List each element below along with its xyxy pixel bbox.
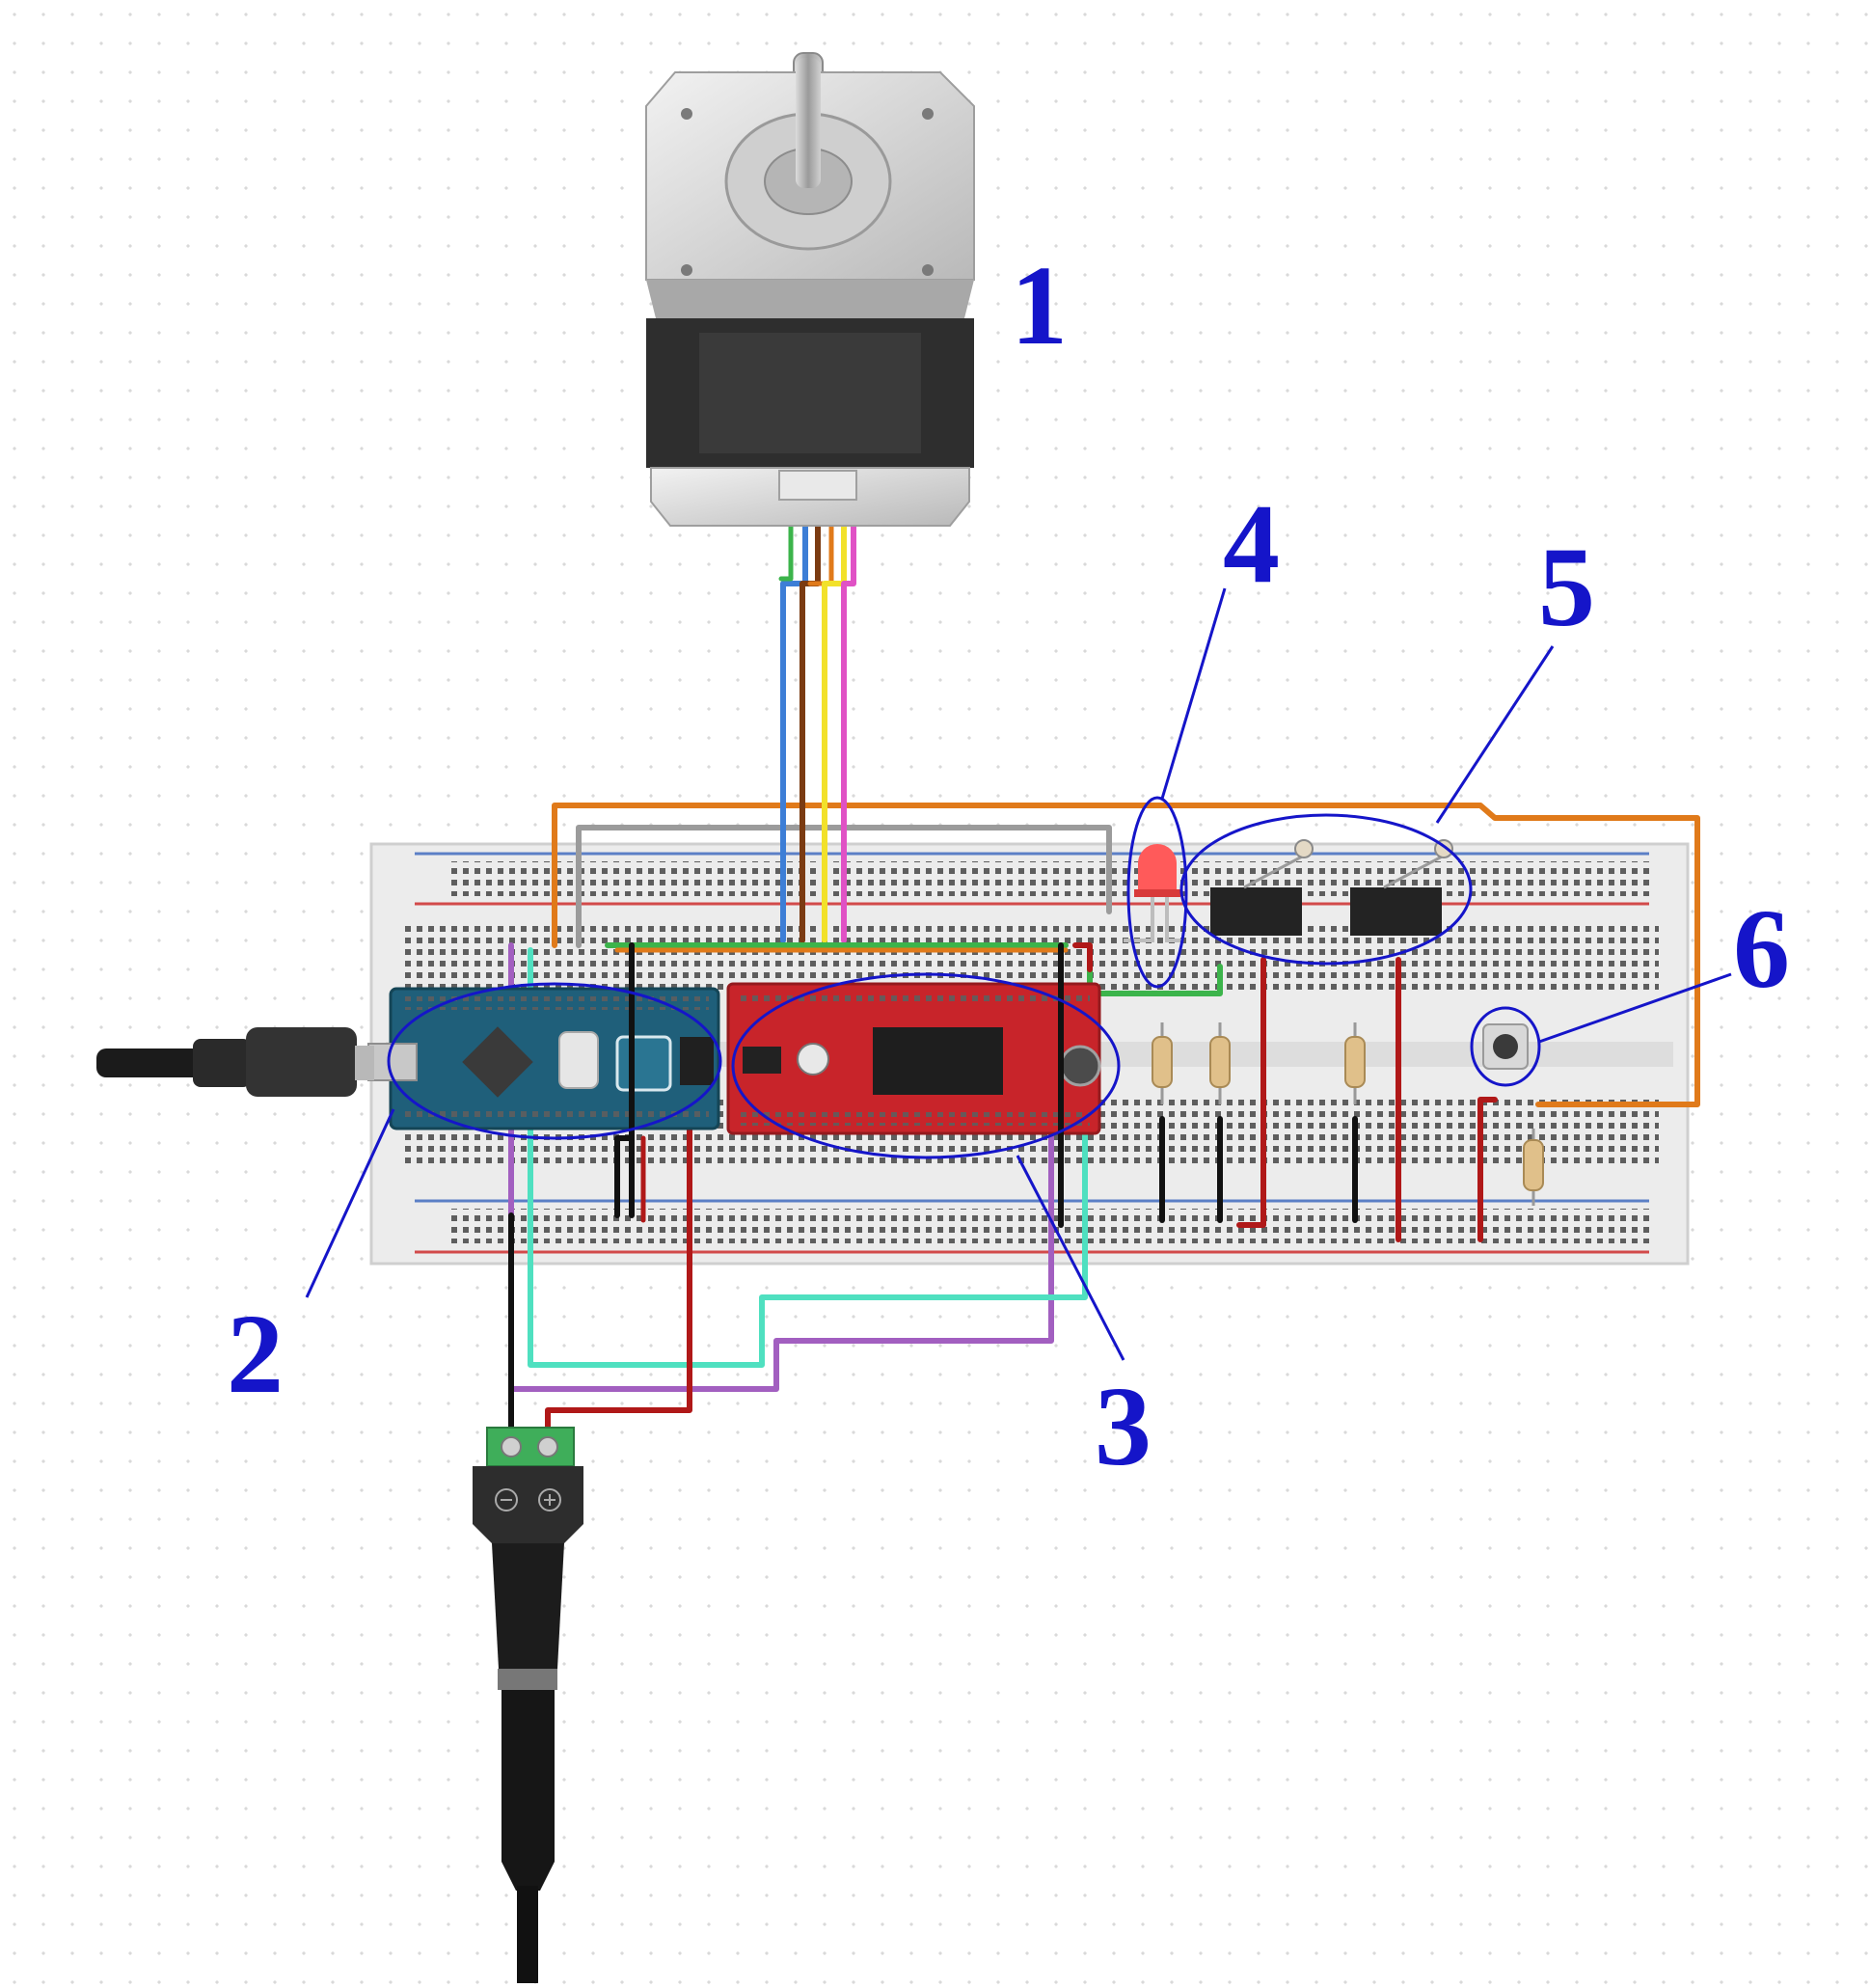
stepper-motor-icon bbox=[645, 52, 975, 527]
callout-label-4: 4 bbox=[1223, 480, 1280, 607]
wire-motor-yellow bbox=[822, 518, 847, 943]
callout-ellipse-3 bbox=[731, 972, 1121, 1159]
resistor-icon bbox=[1152, 1036, 1173, 1088]
jack-minus-symbol-icon bbox=[495, 1488, 518, 1511]
callout-leader-5 bbox=[1435, 645, 1555, 824]
callout-label-6: 6 bbox=[1733, 885, 1790, 1012]
limit-switch-right bbox=[1350, 887, 1442, 936]
callout-ellipse-6 bbox=[1470, 1006, 1541, 1087]
holes-rail-top bbox=[448, 861, 1654, 896]
easydriver-chip bbox=[873, 1027, 1003, 1095]
arduino-icsp-header bbox=[680, 1037, 714, 1085]
callout-leader-4 bbox=[1160, 587, 1227, 800]
wire-orange-top bbox=[552, 803, 1700, 1107]
limit-switch-left-lever bbox=[1243, 855, 1303, 889]
limit-switch-left bbox=[1210, 887, 1302, 936]
callout-leader-6 bbox=[1538, 972, 1732, 1044]
callout-ellipse-4 bbox=[1126, 796, 1188, 989]
jack-screw-plus bbox=[537, 1436, 558, 1457]
motor-body-face bbox=[699, 333, 921, 453]
limit-switch-right-lever bbox=[1383, 855, 1443, 889]
callout-leader-3 bbox=[1016, 1155, 1125, 1361]
usb-cable-icon bbox=[96, 1027, 374, 1097]
jack-terminal-block bbox=[486, 1427, 575, 1467]
jack-cable bbox=[517, 1886, 538, 1983]
usb-cable-plug bbox=[246, 1027, 357, 1097]
wire-cyan-long bbox=[528, 947, 1088, 1368]
easydriver-regulator bbox=[743, 1047, 781, 1074]
callout-markers bbox=[305, 587, 1732, 1361]
wires-back bbox=[508, 518, 1700, 1440]
usb-cable-strain-relief bbox=[193, 1039, 251, 1087]
arduino-crystal bbox=[558, 1031, 599, 1089]
motor-screw bbox=[922, 264, 934, 276]
push-button-icon bbox=[1482, 1023, 1529, 1070]
push-button-cap bbox=[1493, 1034, 1518, 1059]
wire-red-jack bbox=[545, 1126, 692, 1440]
motor-screw bbox=[681, 108, 692, 120]
led-rim bbox=[1134, 889, 1180, 897]
wires-front bbox=[614, 942, 1498, 1242]
jack-plug-body bbox=[501, 1690, 555, 1891]
motor-connector bbox=[778, 470, 857, 501]
callout-label-1: 1 bbox=[1011, 242, 1068, 368]
motor-screw bbox=[922, 108, 934, 120]
callout-label-3: 3 bbox=[1095, 1363, 1152, 1489]
arduino-chip bbox=[462, 1026, 533, 1098]
arduino-label-area bbox=[615, 1035, 672, 1092]
wire-motor-green bbox=[778, 518, 794, 582]
callout-ellipse-5 bbox=[1179, 813, 1473, 966]
jack-metal-ring bbox=[498, 1669, 557, 1690]
callout-leader-2 bbox=[305, 1108, 395, 1298]
resistors bbox=[1152, 1022, 1544, 1206]
motor-top-bevel bbox=[646, 280, 974, 318]
wire-motor-blue bbox=[780, 518, 808, 943]
easydriver-pin-row-top bbox=[738, 991, 1090, 1004]
motor-driver-board-icon bbox=[726, 982, 1101, 1135]
resistor-icon bbox=[1209, 1036, 1231, 1088]
callout-label-2: 2 bbox=[227, 1291, 284, 1417]
resistor-icon bbox=[1344, 1036, 1366, 1088]
easydriver-pin-row-bottom bbox=[738, 1112, 1090, 1126]
motor-shaft-front bbox=[796, 58, 821, 188]
led-lead-anode bbox=[1165, 897, 1181, 942]
callout-ellipse-2 bbox=[387, 982, 722, 1140]
usb-cable-tip bbox=[355, 1046, 374, 1080]
led-body bbox=[1138, 844, 1177, 892]
jack-housing bbox=[473, 1466, 583, 1543]
easydriver-capacitor bbox=[1059, 1045, 1101, 1087]
limit-switch-left-roller bbox=[1294, 839, 1314, 858]
motor-screw bbox=[681, 264, 692, 276]
jack-plus-symbol-icon bbox=[538, 1488, 561, 1511]
resistor-icon bbox=[1523, 1139, 1544, 1191]
easydriver-potentiometer bbox=[797, 1043, 829, 1076]
micro-switch-icon bbox=[1210, 839, 1453, 936]
wire-motor-pink bbox=[841, 518, 856, 943]
power-jack-icon bbox=[473, 1427, 583, 1983]
holes-upper-strip bbox=[405, 923, 1659, 993]
jack-screw-minus bbox=[501, 1436, 522, 1457]
callout-label-5: 5 bbox=[1538, 524, 1595, 650]
led-icon bbox=[1124, 844, 1181, 942]
jack-ribbed-sleeve bbox=[492, 1543, 564, 1669]
